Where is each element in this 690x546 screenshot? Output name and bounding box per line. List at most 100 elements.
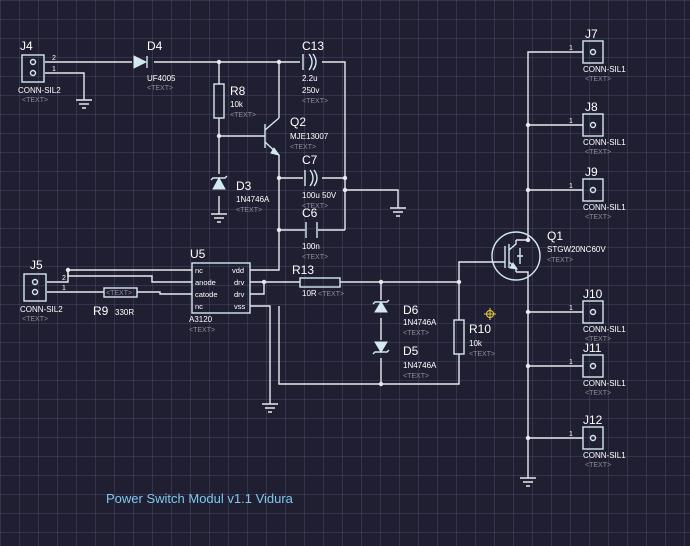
junction [525, 122, 531, 128]
wire-u5-drv2 [250, 282, 265, 295]
pin-label: 1 [569, 183, 573, 190]
ref-c7: C7 [302, 153, 318, 167]
ref-r9: R9 [93, 304, 109, 318]
wire-q2-e [250, 155, 280, 271]
value-c13: 2.2u [302, 74, 318, 83]
zener-d6[interactable]: D6 1N4746A <TEXT> [372, 299, 437, 337]
resistor-r13[interactable]: R13 10R <TEXT> [292, 263, 344, 298]
text-placeholder: <TEXT> [585, 214, 611, 221]
connector-j7[interactable]: J7 1 CONN-SIL1 <TEXT> [569, 27, 626, 83]
wire-j4-gnd [45, 72, 85, 100]
value-d6: 1N4746A [403, 318, 437, 327]
ref-j4: J4 [20, 39, 33, 53]
wire-j5-anode [67, 270, 192, 283]
connector-j4[interactable]: J4 2 1 CONN-SIL2 <TEXT> [18, 39, 61, 104]
ref-r8: R8 [230, 84, 246, 98]
junction [525, 435, 531, 441]
text-placeholder: <TEXT> [106, 290, 132, 297]
pin-label: 1 [62, 285, 66, 292]
wire-u5-vss [250, 305, 271, 404]
ref-j8: J8 [585, 100, 598, 114]
wire-q1-c [516, 51, 583, 241]
capacitor-c7[interactable]: C7 100u 50V <TEXT> [302, 153, 337, 210]
value-j8: CONN-SIL1 [583, 138, 626, 147]
text-placeholder: <TEXT> [22, 316, 48, 323]
wire-gnd-rail [345, 189, 399, 208]
value-j9: CONN-SIL1 [583, 203, 626, 212]
junction [525, 363, 531, 369]
resistor-r8[interactable]: R8 10k <TEXT> [213, 83, 256, 119]
pin-nc: nc [195, 302, 203, 311]
ic-u5[interactable]: U5 nc anode catode nc vdd drv drv vss A3… [189, 247, 251, 334]
value-j5: CONN-SIL2 [20, 305, 63, 314]
ref-c6: C6 [302, 206, 318, 220]
ground-icon [390, 207, 406, 217]
ref-j10: J10 [583, 287, 603, 301]
wires [45, 51, 583, 478]
ref-u5: U5 [190, 247, 206, 261]
junction [342, 175, 348, 181]
ref-d5: D5 [403, 344, 419, 358]
pin-catode: catode [195, 290, 218, 299]
capacitor-c13[interactable]: C13 2.2u 250v <TEXT> [302, 39, 328, 105]
wire-r9-cathode [137, 291, 192, 295]
ref-r10: R10 [469, 322, 491, 336]
text-placeholder: <TEXT> [585, 76, 611, 83]
text-placeholder: <TEXT> [302, 98, 328, 105]
value-j10: CONN-SIL1 [583, 325, 626, 334]
ground-icon [520, 477, 536, 487]
text-placeholder: <TEXT> [585, 462, 611, 469]
value-r10: 10k [469, 339, 483, 348]
ground-icon [76, 99, 92, 109]
ref-j12: J12 [583, 413, 603, 427]
value2-c13: 250v [302, 86, 319, 95]
junction [456, 279, 462, 285]
pin-label: 2 [52, 55, 56, 62]
ref-d4: D4 [147, 39, 163, 53]
junction [378, 381, 384, 387]
capacitor-c6[interactable]: C6 100n <TEXT> [302, 206, 328, 261]
pin-nc: nc [195, 266, 203, 275]
value-c6: 100n [302, 242, 320, 251]
pin-anode: anode [195, 278, 216, 287]
junction [378, 279, 384, 285]
connector-j10[interactable]: J10 1 CONN-SIL1 <TEXT> [569, 287, 626, 343]
value-j11: CONN-SIL1 [583, 379, 626, 388]
value-r13: 10R [302, 289, 317, 298]
connector-j11[interactable]: J11 1 CONN-SIL1 <TEXT> [569, 341, 626, 397]
transistor-q2[interactable]: Q2 MJE13007 <TEXT> [262, 115, 329, 156]
connector-j12[interactable]: J12 1 CONN-SIL1 <TEXT> [569, 413, 626, 469]
resistor-r10[interactable]: R10 10k <TEXT> [453, 319, 495, 358]
resistor-r9[interactable]: <TEXT> R9 330R [93, 287, 138, 318]
wire-r8-q2 [218, 118, 262, 137]
zener-d5[interactable]: D5 1N4746A <TEXT> [372, 341, 437, 380]
connector-j9[interactable]: J9 1 CONN-SIL1 <TEXT> [569, 165, 626, 221]
ground-icon [211, 213, 227, 223]
diode-d4[interactable]: D4 UF4005 <TEXT> [133, 39, 176, 92]
text-placeholder: <TEXT> [585, 390, 611, 397]
ref-c13: C13 [302, 39, 324, 53]
pin-drv: drv [234, 290, 245, 299]
pin-label: 1 [569, 45, 573, 52]
igbt-q1[interactable]: Q1 STGW20NC60V <TEXT> [491, 229, 606, 281]
ground-symbols [76, 99, 536, 487]
zener-d3[interactable]: D3 1N4746A <TEXT> [210, 175, 270, 214]
connector-j5[interactable]: J5 2 1 CONN-SIL2 <TEXT> [20, 258, 66, 323]
ref-q2: Q2 [290, 115, 306, 129]
pin-label: 1 [569, 305, 573, 312]
ref-j7: J7 [585, 27, 598, 41]
pin-label: 1 [569, 359, 573, 366]
value-c7: 100u 50V [302, 191, 337, 200]
text-placeholder: <TEXT> [22, 97, 48, 104]
ref-r13: R13 [292, 263, 314, 277]
text-placeholder: <TEXT> [469, 351, 495, 358]
pin-drv: drv [234, 278, 245, 287]
text-placeholder: <TEXT> [230, 112, 256, 119]
connector-j8[interactable]: J8 1 CONN-SIL1 <TEXT> [569, 100, 626, 156]
value-j4: CONN-SIL2 [18, 86, 61, 95]
junctions [65, 59, 531, 441]
ref-d6: D6 [403, 303, 419, 317]
value-r8: 10k [230, 100, 244, 109]
pin-label: 2 [62, 275, 66, 282]
